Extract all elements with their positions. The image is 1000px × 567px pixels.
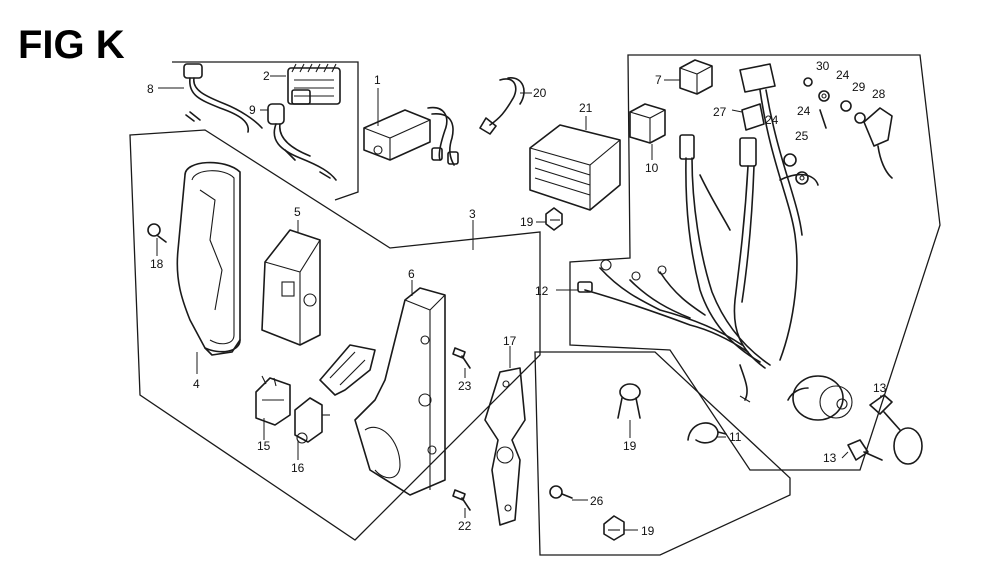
callout-20: 20: [533, 86, 547, 100]
callout-13-upper: 13: [873, 381, 887, 395]
part-27-fuse-holder: [679, 63, 776, 167]
part-30-washer: [818, 90, 830, 102]
callout-1: 1: [374, 73, 381, 87]
part-25-washer: [795, 171, 809, 185]
callout-25: 25: [795, 129, 809, 143]
callout-30: 30: [816, 59, 830, 73]
part-18-band: [617, 383, 641, 419]
callout-12: 12: [535, 284, 549, 298]
part-11-clip: [687, 422, 727, 444]
callout-22: 22: [458, 519, 472, 533]
callout-19-upper: 19: [520, 215, 534, 229]
callout-6: 6: [408, 267, 415, 281]
part-2-regulator: [287, 63, 341, 105]
callout-10: 10: [645, 161, 659, 175]
callout-24-low: 24: [765, 113, 779, 127]
part-14-switch: [255, 375, 291, 426]
callout-13-lower: 13: [823, 451, 837, 465]
callout-7: 7: [655, 73, 662, 87]
callout-21: 21: [579, 101, 593, 115]
callout-26: 26: [590, 494, 604, 508]
callout-4: 4: [193, 377, 200, 391]
callout-8: 8: [147, 82, 154, 96]
part-28-terminal: [863, 107, 893, 147]
callout-5: 5: [294, 205, 301, 219]
callout-24-top: 24: [836, 68, 850, 82]
part-5-bracket: [261, 229, 321, 346]
part-6-control-plate: [319, 287, 446, 496]
part-1-cdi-unit: [363, 106, 459, 166]
callout-28: 28: [872, 87, 886, 101]
callout-16: 17: [503, 334, 517, 348]
leader-lines: [156, 75, 884, 531]
callout-3: 3: [469, 207, 476, 221]
part-12-wire-harness: [577, 89, 819, 403]
part-19-clip-lower: [603, 515, 625, 541]
part-8-wire-connector: [183, 63, 263, 133]
part-15-switch: [294, 397, 330, 444]
callout-9: 9: [249, 103, 256, 117]
part-4-cover: [176, 161, 241, 356]
frame-top-left: [172, 61, 359, 201]
callout-29: 29: [852, 80, 866, 94]
part-9-coupler: [267, 103, 337, 181]
callout-15: 16: [291, 461, 305, 475]
callout-18: 19: [623, 439, 637, 453]
part-24-nut-lower: [783, 153, 797, 167]
callout-27: 27: [713, 105, 727, 119]
part-19-clip-upper: [545, 207, 563, 231]
figure-title: FIG K: [18, 23, 125, 67]
ignition-switch: [787, 375, 853, 421]
part-24-nut-top: [803, 77, 813, 87]
part-24-nut-right: [840, 100, 852, 112]
part-21-block: [529, 124, 621, 211]
frame-harness: [569, 54, 941, 471]
callout-23: 23: [458, 379, 472, 393]
callout-24-mid: 24: [797, 104, 811, 118]
callout-17: 18: [150, 257, 164, 271]
part-23-screw: [452, 347, 471, 369]
group-frames: [129, 54, 941, 556]
callout-labels: 2 1 8 9 20 21 19 3 18 5 4 6 23 17 15 16 …: [147, 59, 887, 538]
callout-19-lower: 19: [641, 524, 655, 538]
part-10-fuse-box: [629, 103, 666, 144]
part-26-bolt: [549, 485, 573, 499]
part-20-clamp: [479, 77, 525, 135]
frame-clips: [534, 351, 791, 556]
callout-14: 15: [257, 439, 271, 453]
part-29-nut: [854, 112, 866, 124]
part-7-relay: [679, 59, 713, 95]
part-13-keys: [847, 394, 923, 465]
frame-main-lower: [129, 129, 541, 541]
callout-2: 2: [263, 69, 270, 83]
part-22-screw: [452, 489, 471, 511]
part-24-bolt: [819, 109, 827, 129]
part-17-screw: [147, 223, 167, 243]
part-16-stay-plate: [484, 367, 526, 526]
hardware-small-parts: [783, 77, 893, 185]
callout-11: 11: [729, 430, 742, 444]
